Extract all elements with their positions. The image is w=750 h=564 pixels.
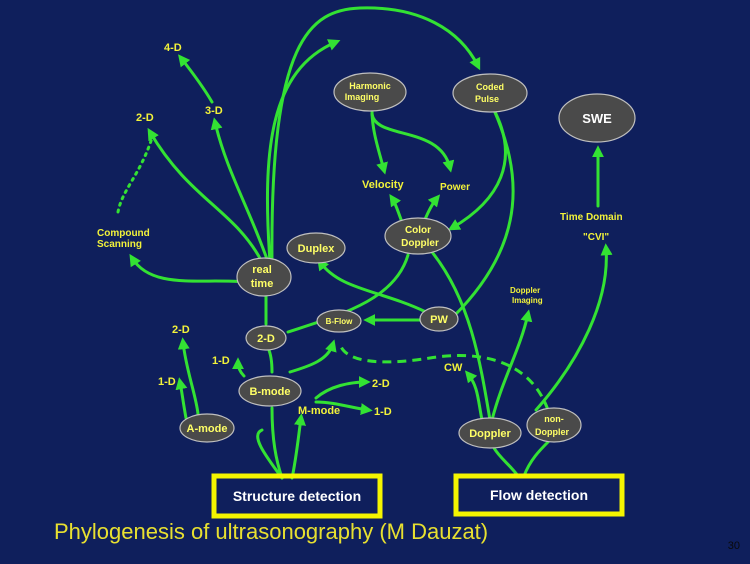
- edge-realtime-2dtop: [147, 127, 264, 264]
- edge-structure-mmode: [290, 413, 306, 480]
- label-time-domain: Time Domain: [560, 212, 623, 223]
- node-2d: [245, 325, 287, 351]
- edge-bmode-1d: [232, 357, 246, 378]
- label-compound-2: Scanning: [97, 239, 142, 250]
- label-2d-left: 2-D: [172, 324, 190, 336]
- node-realtime-label-1: real: [252, 264, 272, 276]
- edge-2d-colordoppler: [286, 253, 410, 334]
- node-duplex: [286, 232, 346, 264]
- node-b-flow: [316, 309, 362, 333]
- node-nondoppler-label-1: non-: [544, 414, 564, 424]
- label-power: Power: [440, 182, 470, 193]
- node-harmonic-label-2: Imaging: [345, 92, 380, 102]
- node-nondoppler-label-2: Doppler: [535, 427, 569, 437]
- node-pw: [419, 306, 459, 332]
- edge-doppler-cw: [464, 370, 484, 422]
- edge-3d-4d: [178, 54, 214, 104]
- edge-colordoppler-doppler: [430, 250, 492, 422]
- node-color-label-1: Color: [405, 225, 431, 236]
- edge-amode-2d: [177, 337, 200, 416]
- node-swe-label: SWE: [582, 111, 612, 126]
- edge-nondoppler-bflow: [338, 343, 550, 411]
- edge-amode-1d: [175, 377, 188, 420]
- label-cvi: "CVI": [583, 232, 609, 243]
- edge-structure-amode: [256, 428, 284, 480]
- edge-colordoppler-velocity: [389, 194, 404, 224]
- label-2d-mmode: 2-D: [372, 378, 390, 390]
- label-1d-left: 1-D: [158, 376, 176, 388]
- node-non-doppler: [526, 407, 582, 443]
- node-harmonic-label-1: Harmonic: [349, 81, 391, 91]
- edge-mmode-1d: [314, 400, 373, 416]
- node-duplex-label: Duplex: [298, 243, 336, 255]
- node-color-label-2: Doppler: [401, 238, 439, 249]
- edge-trunk-coded: [270, 6, 481, 264]
- node-bmode-label: B-mode: [250, 386, 291, 398]
- node-doppler-label: Doppler: [469, 428, 511, 440]
- edge-realtime-3d: [210, 117, 270, 264]
- structure-detection-label: Structure detection: [233, 488, 361, 504]
- label-doppler-imaging-2: Imaging: [512, 296, 543, 305]
- node-color-doppler: [384, 217, 452, 255]
- node-amode-label: A-mode: [187, 423, 228, 435]
- node-doppler: [458, 417, 522, 449]
- label-1d-mmode: 1-D: [374, 406, 392, 418]
- edge-mmode-2d: [314, 376, 371, 400]
- node-b-mode: [238, 375, 302, 407]
- edge-structure-bmode: [270, 406, 284, 480]
- node-bflow-label: B-Flow: [326, 317, 353, 326]
- label-compound-1: Compound: [97, 228, 150, 239]
- edge-realtime-compound: [129, 253, 248, 284]
- flow-detection-label: Flow detection: [490, 487, 588, 503]
- label-cw: CW: [444, 362, 463, 374]
- edge-doppler-dopplerimg: [490, 309, 533, 422]
- edge-harmonic-power: [370, 112, 455, 173]
- label-doppler-imaging-1: Doppler: [510, 286, 540, 295]
- edge-coded-pw: [452, 108, 515, 318]
- edge-compound-2dtop: [116, 136, 154, 214]
- node-pw-label: PW: [430, 314, 448, 326]
- label-4d: 4-D: [164, 42, 182, 54]
- label-3d: 3-D: [205, 105, 223, 117]
- edge-bmode-2d: [266, 346, 274, 374]
- edge-pw-duplex: [317, 258, 428, 314]
- node-coded-label-2: Pulse: [475, 94, 499, 104]
- edge-nondoppler-cvi: [534, 243, 613, 412]
- label-2d-top: 2-D: [136, 112, 154, 124]
- node-coded-label-1: Coded: [476, 82, 504, 92]
- edge-flow-doppler: [492, 446, 520, 478]
- label-m-mode: M-mode: [298, 405, 340, 417]
- node-real-time: [236, 257, 292, 297]
- node-swe: [558, 93, 636, 143]
- structure-detection-box: [211, 473, 383, 519]
- label-velocity: Velocity: [362, 179, 404, 191]
- node-a-mode: [179, 413, 235, 443]
- edge-bmode-bflow: [288, 339, 337, 374]
- node-harmonic-imaging: [333, 72, 407, 112]
- node-realtime-label-2: time: [251, 278, 274, 290]
- node-2d-label: 2-D: [257, 333, 275, 345]
- slide-caption: Phylogenesis of ultrasonography (M Dauza…: [54, 519, 489, 544]
- edge-realtime-harmonic: [265, 39, 341, 264]
- flow-detection-box: [453, 473, 625, 517]
- edge-coded-colordoppler: [447, 108, 507, 231]
- node-coded-pulse: [452, 73, 528, 113]
- edge-flow-nondoppler: [522, 440, 550, 478]
- label-1d-mid: 1-D: [212, 355, 230, 367]
- page-number: 30: [727, 540, 740, 552]
